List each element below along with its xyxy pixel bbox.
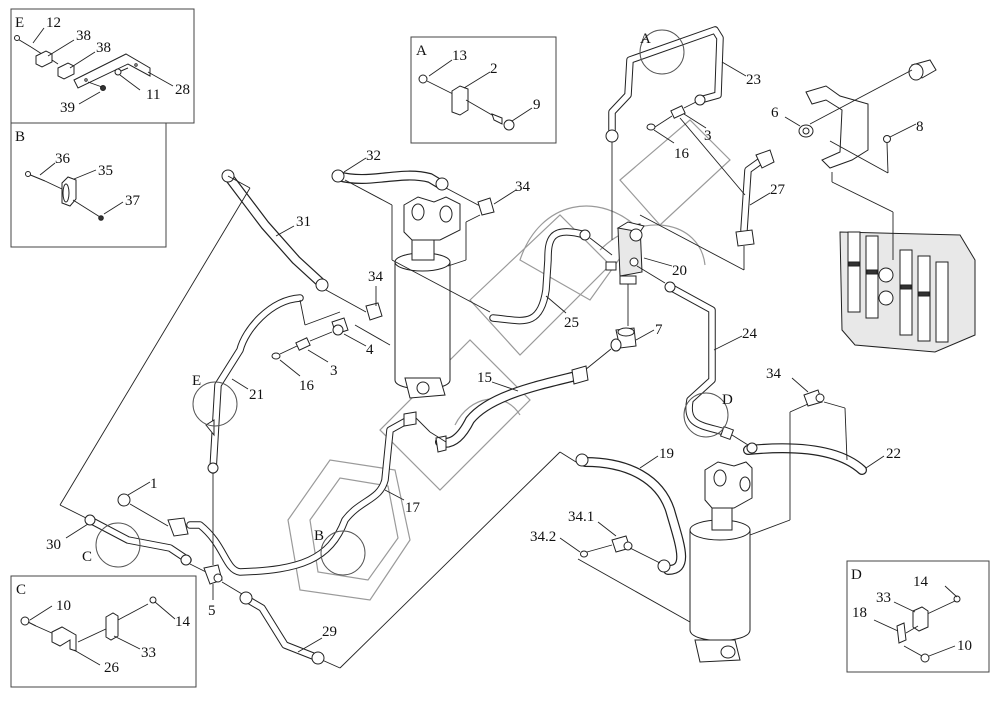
- callout-31: 31: [296, 214, 311, 230]
- callout-22: 22: [886, 446, 901, 462]
- hose-19: [580, 457, 687, 575]
- callout-17: 17: [405, 500, 421, 516]
- callout-3-top: 3: [704, 128, 712, 144]
- detail-box-d-title: D: [851, 567, 862, 583]
- callout-34-2: 34.2: [530, 529, 556, 545]
- callout-25: 25: [564, 315, 579, 331]
- hydraulic-cylinder-left: [394, 196, 461, 399]
- callout-20: 20: [672, 263, 687, 279]
- callout-30: 30: [46, 537, 61, 553]
- callout-27: 27: [770, 182, 786, 198]
- detail-circle-e[interactable]: [192, 381, 238, 427]
- detail-circle-c-letter: C: [82, 549, 92, 565]
- hydraulic-cylinder-right: [689, 461, 753, 663]
- callout-7: 7: [655, 322, 663, 338]
- main-callouts: 23 3 16 6 8 27 32 34 31 34 4 3 1: [46, 61, 924, 653]
- callout-32: 32: [366, 148, 381, 164]
- callout-a-9: 9: [533, 97, 541, 113]
- detail-box-b-title: B: [15, 129, 25, 145]
- callout-c-10: 10: [56, 598, 71, 614]
- callout-b-37: 37: [125, 193, 141, 209]
- callout-c-33: 33: [141, 645, 156, 661]
- callout-e-12: 12: [46, 15, 61, 31]
- callout-d-18: 18: [852, 605, 867, 621]
- pipe-24: [666, 283, 729, 436]
- callout-1: 1: [150, 476, 158, 492]
- callout-d-10: 10: [957, 638, 972, 654]
- callout-d-33: 33: [876, 590, 891, 606]
- callout-c-26: 26: [104, 660, 120, 676]
- detail-circle-b[interactable]: [320, 530, 366, 576]
- detail-box-e: E 12 38 38 28 11 39: [10, 8, 195, 124]
- detail-circle-e-letter: E: [192, 373, 201, 389]
- detail-box-e-title: E: [15, 15, 24, 31]
- detail-circle-a-letter: A: [640, 31, 651, 47]
- callout-a-2: 2: [490, 61, 498, 77]
- callout-e-38b: 38: [96, 40, 111, 56]
- callout-e-28: 28: [175, 82, 190, 98]
- detail-box-a: A 13 2 9: [410, 36, 557, 144]
- callout-16-top: 16: [674, 146, 690, 162]
- detail-box-c: C 10 14 33 26: [10, 575, 197, 688]
- callout-34-mid: 34: [368, 269, 384, 285]
- callout-e-11: 11: [146, 87, 160, 103]
- callout-e-39: 39: [60, 100, 75, 116]
- callout-15: 15: [477, 370, 492, 386]
- callout-e-38a: 38: [76, 28, 91, 44]
- detail-circles: A B C D E: [82, 29, 733, 576]
- callout-34-right: 34: [766, 366, 782, 382]
- callout-34-top: 34: [515, 179, 531, 195]
- fittings: [59, 94, 848, 669]
- watermark: [287, 119, 731, 601]
- callout-21: 21: [249, 387, 264, 403]
- detail-circle-d-letter: D: [722, 392, 733, 408]
- detail-box-c-title: C: [16, 582, 26, 598]
- detail-box-d: D 14 33 18 10: [846, 560, 990, 673]
- callout-23: 23: [746, 72, 761, 88]
- control-valve-block: [805, 59, 976, 353]
- callout-4: 4: [366, 342, 374, 358]
- callout-b-36: 36: [55, 151, 71, 167]
- callout-6: 6: [771, 105, 779, 121]
- callout-8: 8: [916, 119, 924, 135]
- callout-a-13: 13: [452, 48, 467, 64]
- detail-circle-a[interactable]: [639, 29, 685, 75]
- callout-19: 19: [659, 446, 674, 462]
- detail-circle-c[interactable]: [95, 522, 141, 568]
- detail-circle-b-letter: B: [314, 528, 324, 544]
- callout-c-14: 14: [175, 614, 191, 630]
- callout-24: 24: [742, 326, 758, 342]
- callout-5: 5: [208, 603, 216, 619]
- callout-3-mid: 3: [330, 363, 338, 379]
- detail-box-a-title: A: [416, 43, 427, 59]
- detail-box-b: B 36 35 37: [10, 122, 167, 248]
- callout-16-mid: 16: [299, 378, 315, 394]
- callout-d-14: 14: [913, 574, 929, 590]
- callout-b-35: 35: [98, 163, 113, 179]
- callout-34-1: 34.1: [568, 509, 594, 525]
- hydraulic-lines: [86, 26, 867, 662]
- detail-circle-d[interactable]: [683, 392, 729, 438]
- callout-29: 29: [322, 624, 337, 640]
